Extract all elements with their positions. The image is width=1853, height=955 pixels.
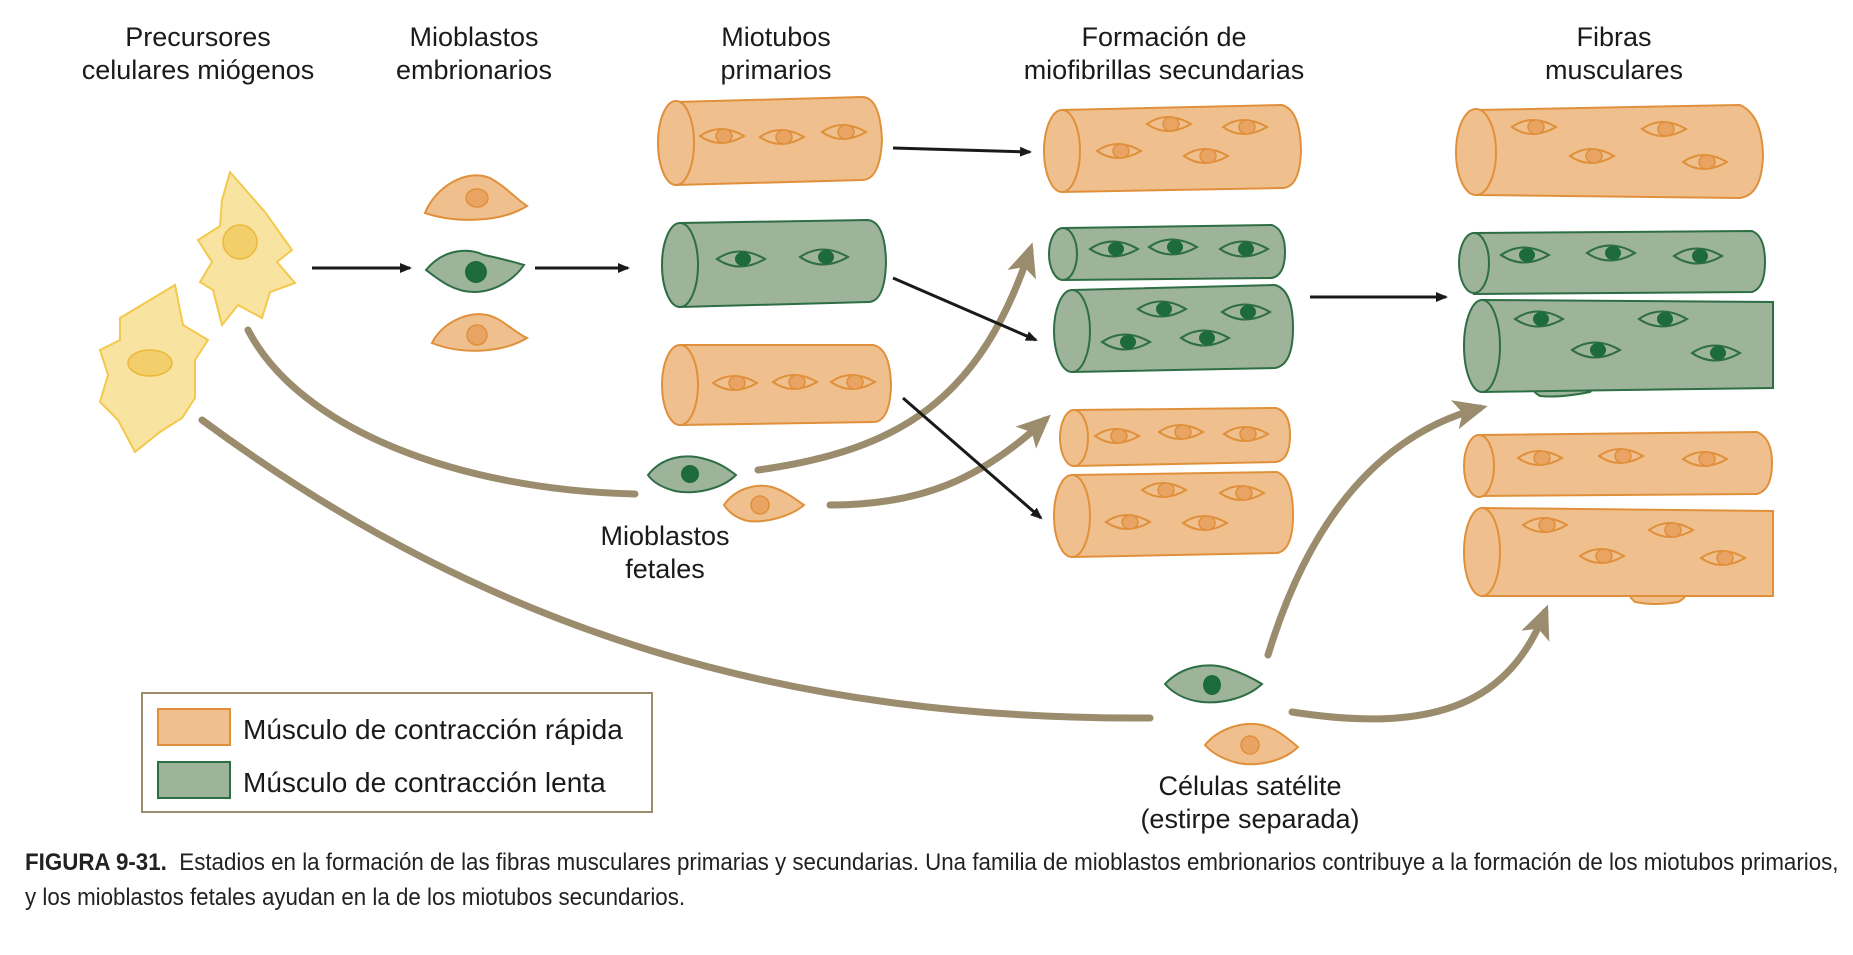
secondary-slow-small [1048, 223, 1287, 282]
secondary-formation [1043, 103, 1303, 559]
svg-text:Células satélite: Células satélite [1158, 771, 1341, 801]
svg-text:Formación de: Formación de [1081, 22, 1246, 52]
fiber-slow-1 [1458, 229, 1767, 296]
legend-swatch-slow [157, 761, 231, 799]
caption-label: FIGURA 9-31. [25, 849, 167, 876]
secondary-fast-1 [1043, 103, 1303, 194]
legend-label-slow: Músculo de contracción lenta [243, 767, 606, 798]
legend: Músculo de contracción rápida Músculo de… [141, 692, 653, 813]
svg-text:Mioblastos: Mioblastos [409, 22, 538, 52]
legend-swatch-fast [157, 708, 231, 746]
muscle-fibers [1455, 103, 1774, 605]
svg-text:Precursores: Precursores [125, 22, 271, 52]
svg-text:musculares: musculares [1545, 55, 1683, 85]
primary-myotube-fast-1 [657, 95, 884, 187]
figure-caption: FIGURA 9-31. Estadios en la formación de… [25, 845, 1839, 915]
embryonic-myoblast-fast-1 [423, 174, 529, 221]
stage-arrows [312, 146, 1448, 520]
svg-text:Fibras: Fibras [1576, 22, 1651, 52]
fiber-fast-1 [1455, 103, 1765, 200]
label-formacion: Formación de miofibrillas secundarias [1024, 22, 1305, 85]
precursor-cells [98, 169, 297, 454]
secondary-fast-large [1053, 470, 1295, 559]
svg-text:Mioblastos: Mioblastos [600, 521, 729, 551]
label-mioblastos-fetales: Mioblastos fetales [600, 521, 729, 584]
primary-myotubes [657, 95, 893, 427]
arrow-primary-slow-to-secondary [892, 276, 1038, 342]
svg-text:fetales: fetales [625, 554, 705, 584]
fiber-fast-3 [1463, 506, 1774, 605]
arrow-satellite-to-slow-fiber [1264, 400, 1488, 659]
embryonic-myoblast-fast-2 [430, 313, 530, 352]
svg-text:Miotubos: Miotubos [721, 22, 831, 52]
arrow-precursor-to-satellite [198, 416, 1154, 722]
fiber-fast-2 [1463, 430, 1774, 498]
label-miotubos-primarios: Miotubos primarios [720, 22, 831, 85]
fetal-myoblast-slow [646, 455, 738, 494]
arrow-precursor-to-fetal [244, 326, 639, 498]
label-precursores: Precursores celulares miógenos [82, 22, 315, 85]
arrow-fetal-fast-to-secondary [826, 414, 1051, 509]
embryonic-myoblast-slow [424, 249, 526, 294]
svg-text:embrionarios: embrionarios [396, 55, 552, 85]
arrow-primary-fast2-to-secondary [902, 396, 1043, 520]
arrow-fetal-slow-to-secondary [754, 242, 1036, 474]
legend-label-fast: Músculo de contracción rápida [243, 714, 623, 745]
arrow-primary-fast-to-secondary [892, 146, 1032, 157]
satellite-cell-fast [1203, 723, 1300, 766]
primary-myotube-fast-2 [661, 344, 893, 427]
secondary-slow-large [1053, 283, 1295, 374]
label-fibras: Fibras musculares [1545, 22, 1683, 85]
embryonic-myoblasts [423, 174, 530, 352]
arrow-satellite-to-fast-fiber [1288, 604, 1550, 723]
svg-text:(estirpe separada): (estirpe separada) [1140, 804, 1359, 834]
primary-myotube-slow [661, 218, 888, 309]
svg-text:primarios: primarios [720, 55, 831, 85]
satellite-cell-slow [1163, 664, 1264, 704]
fiber-slow-2 [1463, 298, 1774, 398]
label-celulas-satelite: Células satélite (estirpe separada) [1140, 771, 1359, 834]
fetal-myoblast-fast [722, 484, 806, 523]
fetal-myoblasts [646, 455, 806, 523]
caption-text: Estadios en la formación de las fibras m… [25, 849, 1839, 911]
secondary-fast-small [1059, 406, 1292, 468]
satellite-cells [1163, 664, 1300, 766]
fetal-lineage-arrows [198, 242, 1550, 723]
svg-text:miofibrillas secundarias: miofibrillas secundarias [1024, 55, 1305, 85]
svg-text:celulares miógenos: celulares miógenos [82, 55, 315, 85]
label-mioblastos-embrionarios: Mioblastos embrionarios [396, 22, 552, 85]
